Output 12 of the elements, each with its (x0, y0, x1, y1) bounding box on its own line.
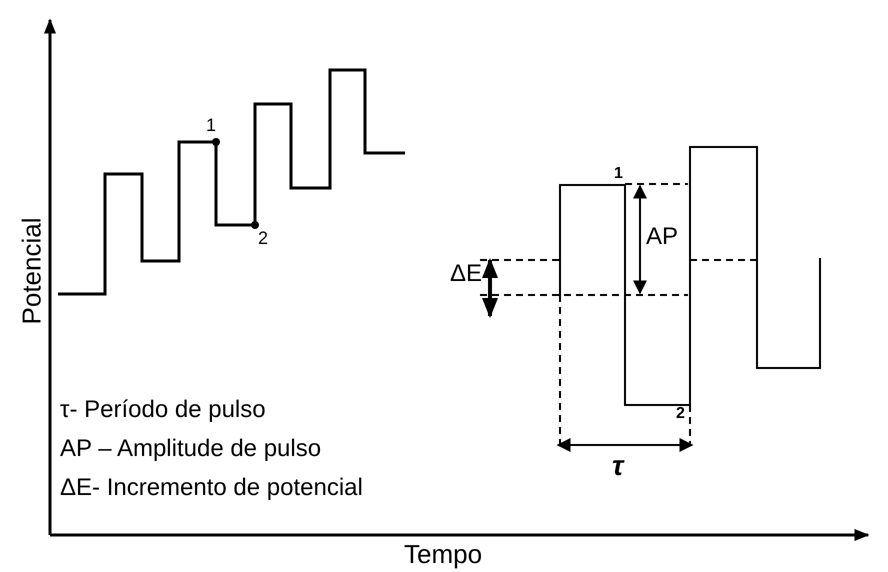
point-label: 1 (614, 166, 623, 182)
note-text: τ- Período de pulso (60, 398, 266, 422)
axis-label: Potencial (18, 218, 44, 324)
dimension-label: ΔE (450, 262, 482, 286)
note-text: ΔE- Incremento de potencial (60, 476, 363, 500)
point-label: 2 (258, 229, 268, 247)
dimension-label: AP (646, 225, 678, 249)
note-text: AP – Amplitude de pulso (60, 437, 322, 461)
point-label: 1 (206, 116, 216, 134)
dimension-label: τ (612, 452, 624, 480)
point-label: 2 (676, 406, 685, 422)
axis-label: Tempo (404, 541, 482, 567)
